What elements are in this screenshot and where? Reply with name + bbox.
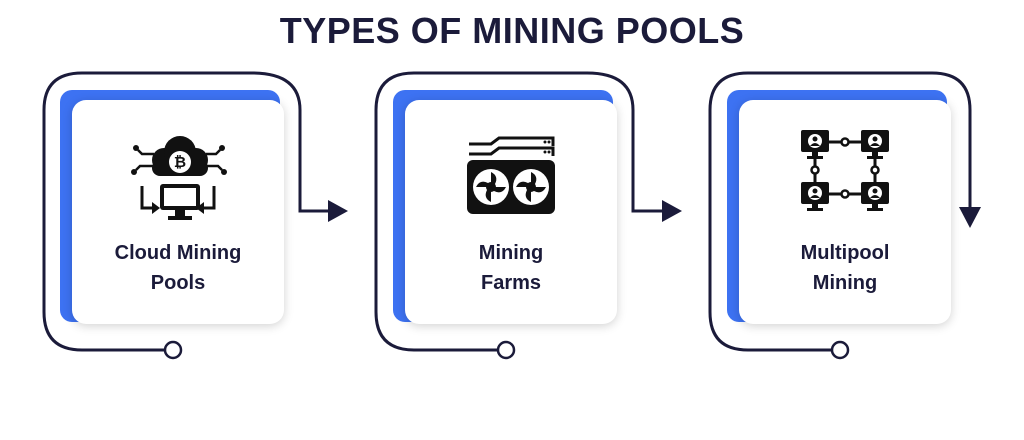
card-mining-farms: Mining Farms [405, 100, 617, 324]
connector-line-3 [708, 71, 972, 352]
arrow-head-1 [328, 200, 348, 222]
cloud-bitcoin-computer-icon: ₿ [131, 136, 227, 220]
card-label-line2: Pools [150, 272, 206, 294]
connector-start-dot-1 [163, 340, 183, 360]
connector-line-2 [374, 71, 662, 352]
card-multipool-mining: Multipool Mining [739, 100, 951, 324]
card-label-line1: Multipool [800, 242, 890, 264]
connector-line-1 [42, 71, 328, 352]
svg-text:₿: ₿ [174, 153, 186, 171]
card-label-line2: Farms [480, 272, 542, 294]
arrow-head-2 [662, 200, 682, 222]
connector-start-dot-3 [830, 340, 850, 360]
card-label-line1: Cloud Mining [114, 242, 242, 264]
page-title: TYPES OF MINING POOLS [279, 10, 745, 51]
card-label-line2: Mining [812, 272, 878, 294]
card-cloud-mining-pools: ₿ Cloud Mining Pools [72, 100, 284, 324]
network-computers-icon [801, 130, 889, 211]
arrow-head-3 [959, 207, 981, 228]
gpu-server-icon [467, 136, 555, 214]
card-label-line1: Mining [478, 242, 544, 264]
connector-start-dot-2 [496, 340, 516, 360]
